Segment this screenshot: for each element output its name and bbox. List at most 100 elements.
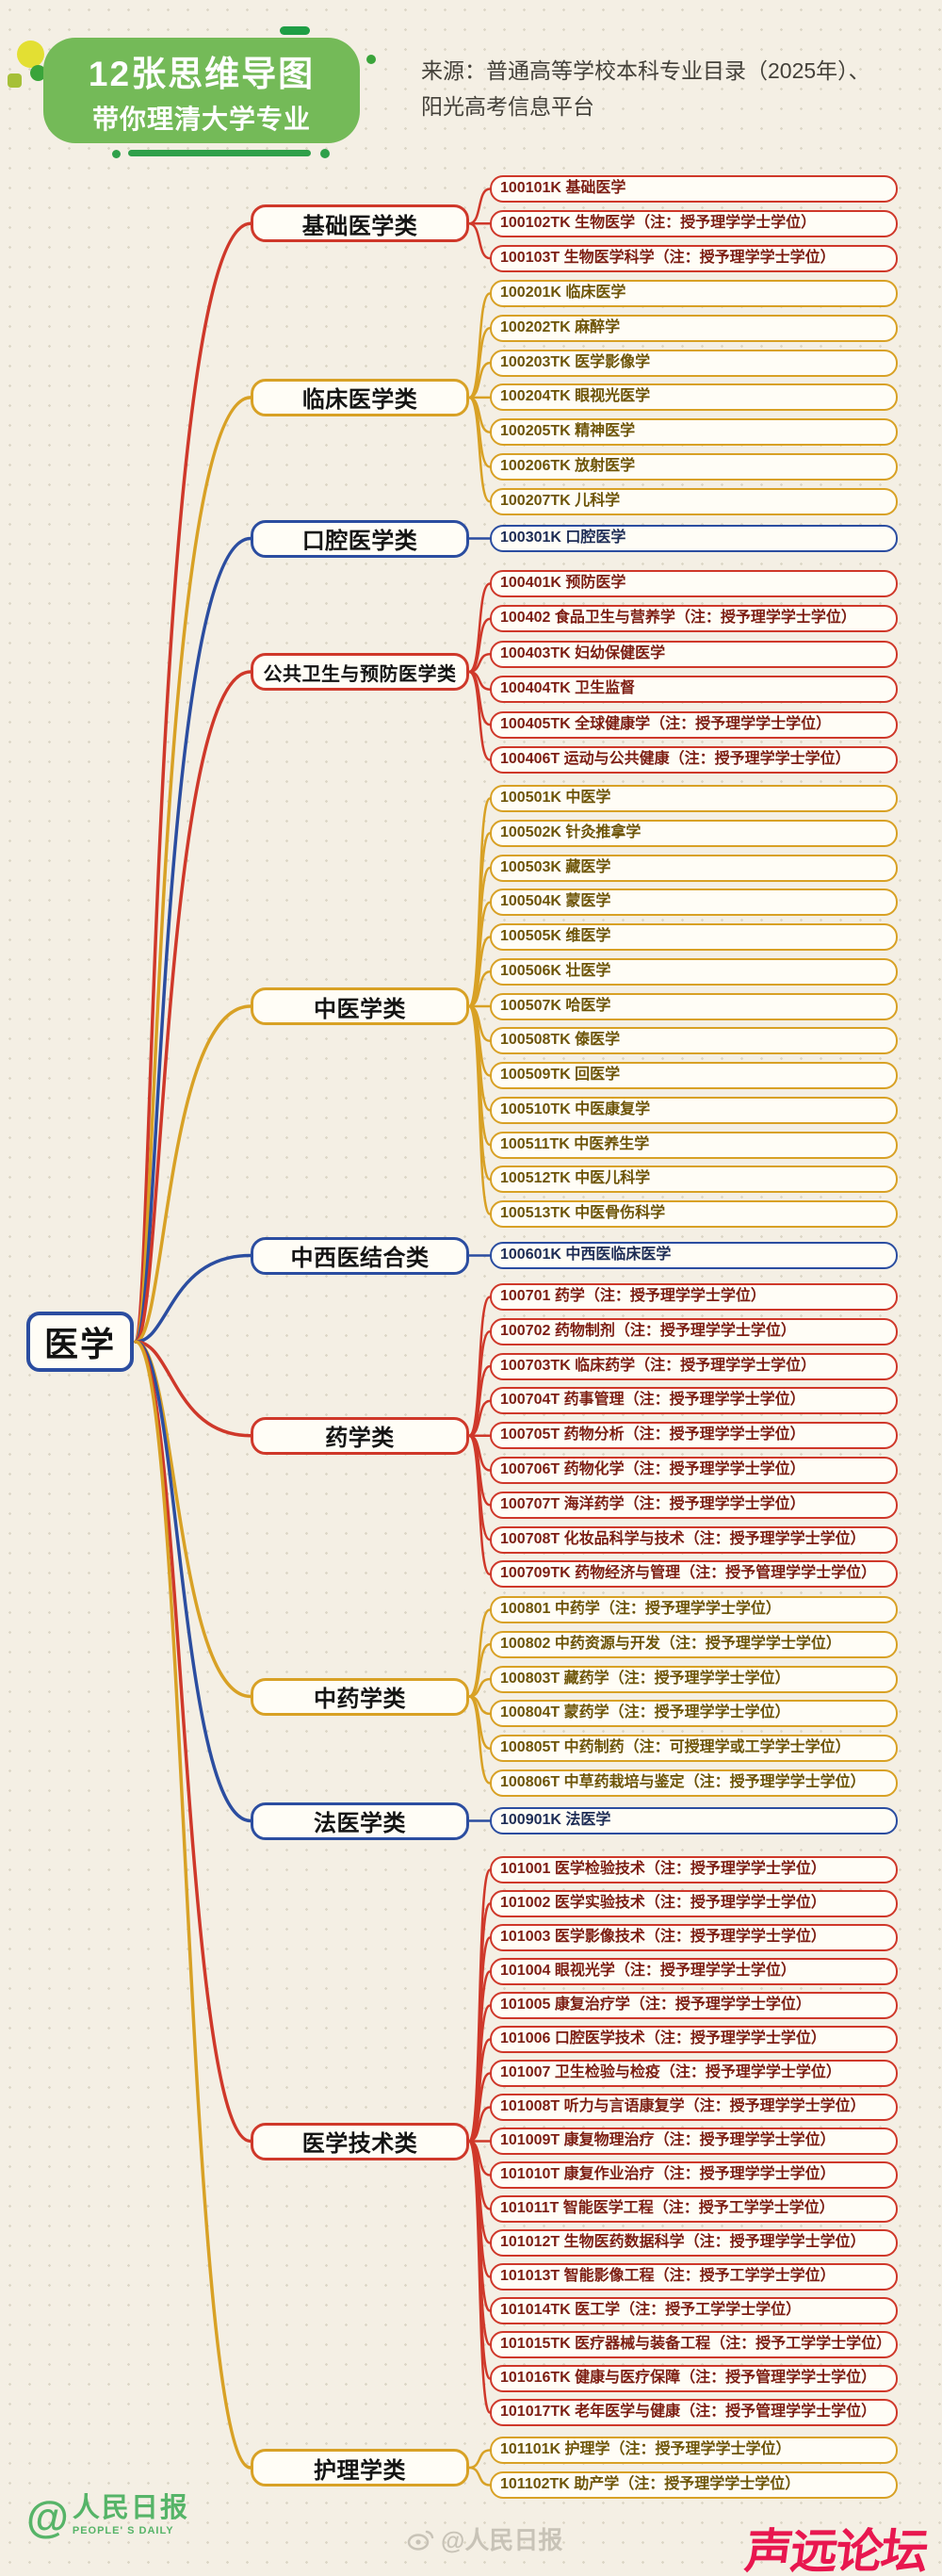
leaf-node: 101017TK 老年医学与健康（注：授予管理学学士学位） xyxy=(490,2399,898,2426)
page-subtitle: 带你理清大学专业 xyxy=(91,104,311,134)
leaf-node: 101009T 康复物理治疗（注：授予理学学士学位） xyxy=(490,2128,898,2155)
leaf-node: 100707T 海洋药学（注：授予理学学士学位） xyxy=(490,1491,898,1519)
leaf-node: 100706T 药物化学（注：授予理学学士学位） xyxy=(490,1457,898,1484)
decor-dot-green xyxy=(366,55,376,64)
connector-line xyxy=(467,2466,492,2486)
branch-label: 法医学类 xyxy=(251,1802,469,1840)
branch-label: 公共卫生与预防医学类 xyxy=(251,653,469,691)
connector-line xyxy=(134,670,252,1344)
leaf-node: 101005 康复治疗学（注：授予理学学士学位） xyxy=(490,1992,898,2019)
leaf-node: 100802 中药资源与开发（注：授予理学学士学位） xyxy=(490,1630,898,1658)
leaf-node: 100204TK 眼视光医学 xyxy=(490,383,898,412)
leaf-node: 101102TK 助产学（注：授予理学学士学位） xyxy=(490,2471,898,2499)
underline-dot-left xyxy=(112,150,121,158)
connector-line xyxy=(467,222,492,260)
underline-dot-right xyxy=(320,149,330,158)
leaf-node: 101003 医学影像技术（注：授予理学学士学位） xyxy=(490,1924,898,1951)
leaf-node: 100702 药物制剂（注：授予理学学士学位） xyxy=(490,1317,898,1345)
decor-square-olive xyxy=(8,73,22,88)
leaf-node: 101015TK 医疗器械与装备工程（注：授予工学学士学位） xyxy=(490,2331,898,2358)
leaf-node: 100206TK 放射医学 xyxy=(490,453,898,481)
leaf-node: 100601K 中西医临床医学 xyxy=(490,1242,898,1269)
connector-line xyxy=(467,187,492,225)
leaf-node: 101011T 智能医学工程（注：授予工学学士学位） xyxy=(490,2195,898,2223)
leaf-node: 100709TK 药物经济与管理（注：授予管理学学士学位） xyxy=(490,1560,898,1589)
leaf-node: 100509TK 回医学 xyxy=(490,1062,898,1089)
connector-line xyxy=(467,1695,492,1785)
connector-line xyxy=(134,1340,252,1823)
at-icon: @ xyxy=(26,2492,69,2541)
leaf-node: 100207TK 儿科学 xyxy=(490,487,898,515)
branch-label: 基础医学类 xyxy=(251,204,469,243)
connector-line xyxy=(467,582,492,674)
center-watermark: @人民日报 xyxy=(407,2521,562,2556)
leaf-node: 100708T 化妆品科学与技术（注：授予理学学士学位） xyxy=(490,1525,898,1554)
connector-line xyxy=(467,2140,492,2414)
leaf-node: 100803T 藏药学（注：授予理学学士学位） xyxy=(490,1665,898,1693)
leaf-node: 101016TK 健康与医疗保障（注：授予管理学学士学位） xyxy=(490,2365,898,2392)
connector-line xyxy=(134,1253,252,1344)
leaf-node: 100203TK 医学影像学 xyxy=(490,349,898,377)
leaf-node: 100404TK 卫生监督 xyxy=(490,676,898,704)
leaf-node: 101004 眼视光学（注：授予理学学士学位） xyxy=(490,1958,898,1985)
branch-label: 中医学类 xyxy=(251,987,469,1025)
source-line-2: 阳光高考信息平台 xyxy=(421,94,594,119)
connector-line xyxy=(467,1004,492,1215)
leaf-node: 100512TK 中医儿科学 xyxy=(490,1166,898,1194)
branch-label: 药学类 xyxy=(251,1416,469,1455)
leaf-node: 100704T 药事管理（注：授予理学学士学位） xyxy=(490,1387,898,1415)
decor-dash-green xyxy=(280,26,310,35)
peoples-daily-logo: @ 人民日报 PEOPLE' S DAILY xyxy=(26,2492,189,2541)
branch-label: 临床医学类 xyxy=(251,378,469,416)
leaf-node: 100403TK 妇幼保健医学 xyxy=(490,640,898,668)
leaf-node: 100301K 口腔医学 xyxy=(490,525,898,552)
leaf-node: 100406T 运动与公共健康（注：授予理学学士学位） xyxy=(490,746,898,774)
leaf-node: 100505K 维医学 xyxy=(490,923,898,951)
branch-label: 中西医结合类 xyxy=(251,1236,469,1275)
leaf-node: 101101K 护理学（注：授予理学学士学位） xyxy=(490,2437,898,2464)
logo-en-text: PEOPLE' S DAILY xyxy=(72,2525,174,2536)
leaf-node: 100102TK 生物医学（注：授予理学学士学位） xyxy=(490,209,898,237)
leaf-node: 101001 医学检验技术（注：授予理学学士学位） xyxy=(490,1856,898,1883)
connector-line xyxy=(134,396,252,1344)
page-title: 12张思维导图 xyxy=(88,54,316,93)
leaf-node: 101006 口腔医学技术（注：授予理学学士学位） xyxy=(490,2026,898,2053)
leaf-node: 100506K 壮医学 xyxy=(490,957,898,986)
leaf-node: 100201K 临床医学 xyxy=(490,280,898,307)
leaf-node: 100507K 哈医学 xyxy=(490,992,898,1020)
leaf-node: 100103T 生物医学科学（注：授予理学学士学位） xyxy=(490,244,898,272)
connector-line xyxy=(467,1434,492,1576)
branch-label: 护理学类 xyxy=(251,2449,469,2486)
decor-circle-green xyxy=(30,65,46,81)
connector-line xyxy=(467,396,492,503)
source-line-1: 来源：普通高等学校本科专业目录（2025年）、 xyxy=(421,58,870,83)
source-note: 来源：普通高等学校本科专业目录（2025年）、 阳光高考信息平台 xyxy=(421,53,930,124)
leaf-node: 101010T 康复作业治疗（注：授予理学学士学位） xyxy=(490,2161,898,2189)
leaf-node: 100805T 中药制药（注：可授理学或工学学士学位） xyxy=(490,1735,898,1763)
leaf-node: 100402 食品卫生与营养学（注：授予理学学士学位） xyxy=(490,605,898,633)
connector-line xyxy=(467,1608,492,1698)
leaf-node: 100504K 蒙医学 xyxy=(490,889,898,917)
leaf-node: 101012T 生物医药数据科学（注：授予理学学士学位） xyxy=(490,2229,898,2257)
leaf-node: 100705T 药物分析（注：授予理学学士学位） xyxy=(490,1422,898,1450)
branch-label: 口腔医学类 xyxy=(251,519,469,558)
leaf-node: 100501K 中医学 xyxy=(490,785,898,812)
leaf-node: 100401K 预防医学 xyxy=(490,570,898,597)
leaf-node: 101014TK 医工学（注：授予工学学士学位） xyxy=(490,2297,898,2324)
leaf-node: 100101K 基础医学 xyxy=(490,175,898,203)
connector-line xyxy=(134,1340,252,1438)
connector-line xyxy=(467,670,492,761)
leaf-node: 100502K 针灸推拿学 xyxy=(490,819,898,847)
leaf-node: 100703TK 临床药学（注：授予理学学士学位） xyxy=(490,1352,898,1380)
leaf-node: 100510TK 中医康复学 xyxy=(490,1096,898,1124)
leaf-node: 100801 中药学（注：授予理学学士学位） xyxy=(490,1596,898,1623)
connector-line xyxy=(134,221,252,1344)
leaf-node: 100205TK 精神医学 xyxy=(490,418,898,447)
logo-cn-text: 人民日报 xyxy=(72,2493,189,2523)
leaf-node: 100901K 法医学 xyxy=(490,1807,898,1834)
title-bubble: 12张思维导图 带你理清大学专业 xyxy=(43,38,360,143)
forum-watermark: 声远论坛 xyxy=(742,2525,930,2576)
underline-bar xyxy=(128,150,311,156)
leaf-node: 100405TK 全球健康学（注：授予理学学士学位） xyxy=(490,710,898,739)
